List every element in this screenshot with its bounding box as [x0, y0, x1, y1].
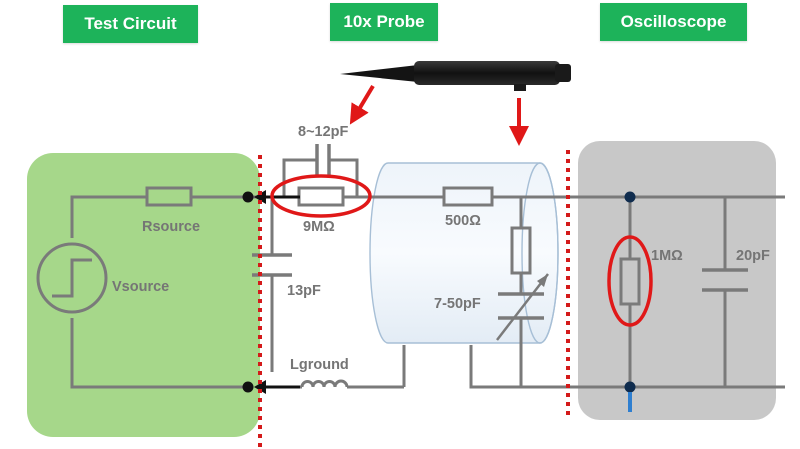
- rsource-resistor: [145, 186, 193, 207]
- tip-arrowhead: [254, 190, 266, 204]
- compensation-capacitance-label: 7-50pF: [434, 296, 481, 312]
- tip-arrow: [349, 84, 375, 125]
- step-voltage-source-icon: [36, 242, 108, 314]
- tip-resistor-highlight: [270, 174, 372, 218]
- probe-tip-node: [242, 191, 254, 203]
- cable-resistor: [442, 186, 494, 207]
- ground-arrowhead: [254, 380, 266, 394]
- scope-resistor-label: 1MΩ: [651, 248, 683, 264]
- circuit-wires: [70, 158, 785, 389]
- scope-capacitor: [702, 268, 748, 292]
- probe-label: 10x Probe: [330, 3, 438, 41]
- vsource-label: Vsource: [112, 279, 169, 295]
- oscilloscope-label: Oscilloscope: [600, 3, 747, 41]
- test-circuit-label: Test Circuit: [63, 5, 198, 43]
- scope-top-node: [624, 191, 636, 203]
- test-circuit-panel: [27, 153, 260, 437]
- scope-resistor: [619, 257, 641, 306]
- ground-inductor: [300, 379, 349, 388]
- cable-resistor-label: 500Ω: [445, 213, 481, 229]
- probe-cable-cylinder: [369, 162, 559, 344]
- scope-resistor-highlight: [607, 235, 653, 327]
- ground-capacitance-label: 13pF: [287, 283, 321, 299]
- tip-capacitor: [315, 144, 331, 176]
- tip-capacitance-label: 8~12pF: [298, 124, 349, 140]
- lground-label: Lground: [290, 357, 349, 373]
- tip-resistor: [297, 186, 345, 207]
- tip-resistor-label: 9MΩ: [303, 219, 335, 235]
- probe-icon: [340, 61, 571, 91]
- compensation-capacitor: [496, 273, 549, 341]
- probe-ground-node: [242, 381, 254, 393]
- scope-capacitance-label: 20pF: [736, 248, 770, 264]
- scope-bottom-node: [624, 381, 636, 393]
- rsource-label: Rsource: [142, 219, 200, 235]
- termination-resistor: [510, 226, 532, 275]
